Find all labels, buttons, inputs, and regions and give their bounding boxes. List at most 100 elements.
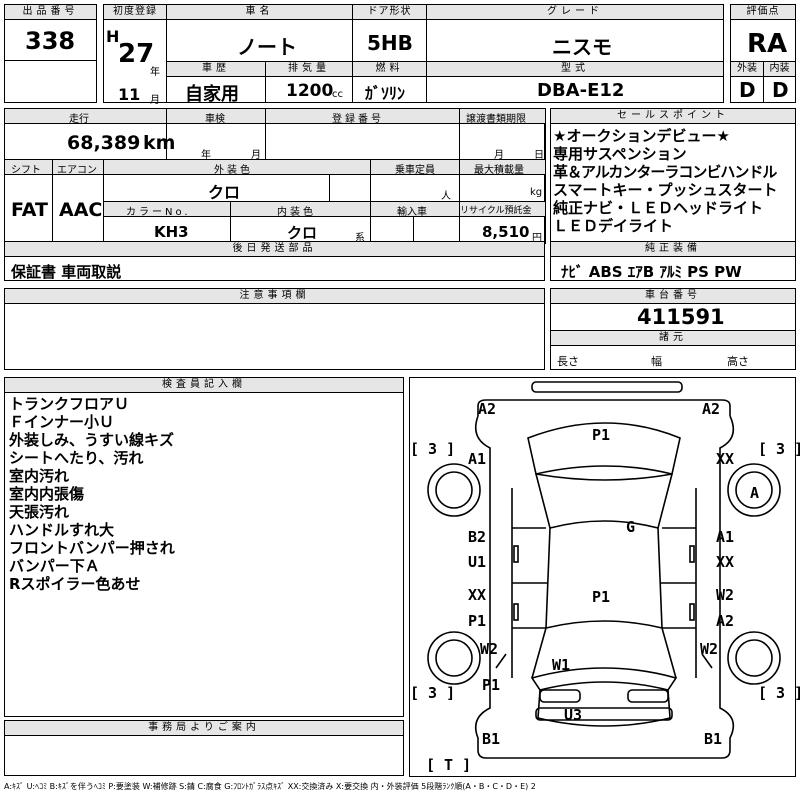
year-unit: 年 (150, 67, 160, 78)
label-rear-right: A2 (702, 400, 721, 418)
label-front-door-right-2: A2 (716, 612, 735, 630)
transfer-cell: 月 日 (459, 123, 546, 161)
exterior-grade-box: 外装 D (730, 61, 764, 103)
car-diagram-box: A2 A2 [ 3 ] [ 3 ] P1 A1 XX A G B2 U1 A1 … (409, 377, 800, 777)
import-header: 輸入車 (370, 201, 460, 218)
tire-front-left: [ 3 ] (410, 684, 456, 702)
shift-cell: FAT (4, 174, 53, 244)
capacity-header: 乗車定員 (370, 159, 460, 176)
model-label: 型式 (427, 62, 723, 77)
label-roof: G (626, 518, 636, 536)
first-registration-label: 初度登録 (104, 5, 166, 20)
caution-label: 注意事項欄 (5, 289, 544, 304)
caution-box: 注意事項欄 (4, 288, 545, 370)
car-diagram (427, 381, 781, 759)
int-color: クロ (287, 224, 318, 242)
label-front-door-right-1: W2 (716, 586, 735, 604)
score: RA (747, 29, 788, 59)
car-name-box: 車名 ノート (166, 4, 353, 62)
sales-point: ＬＥＤデイライト (553, 217, 674, 235)
details-panel: 走行 車検 登録番号 譲渡書類期限 68,389 km 年 月 月 日 シフト … (4, 108, 546, 244)
inspector-note: フロントバンパー押され (9, 539, 175, 557)
import-cell (370, 216, 414, 244)
later-parts: 保証書 車両取説 (11, 263, 122, 281)
office-label: 事務局よりご案内 (5, 721, 403, 736)
shift: FAT (11, 199, 48, 221)
sales-point: ★オークションデビュー★ (553, 127, 730, 145)
sales-point: スマートキー・プッシュスタート (553, 181, 778, 199)
model-box: 型式 DBA-E12 (426, 61, 724, 103)
label-rear-door-left-1: B2 (468, 528, 487, 546)
ac-cell: AAC (52, 174, 104, 244)
tire-front-right: [ 3 ] (758, 684, 800, 702)
spare-tire: [ T ] (426, 756, 472, 774)
ext-color-sub (329, 174, 371, 202)
ext-color: クロ (208, 183, 241, 202)
ac: AAC (59, 199, 103, 221)
inspector-note: 外装しみ、うすい線キズ (9, 431, 175, 449)
sales-point: 革＆アルカンターラコンビハンドル (553, 163, 777, 181)
fuel: ｶﾞｿﾘﾝ (365, 84, 406, 103)
door-box: ドア形状 5HB (352, 4, 427, 62)
inspector-note: Ｆインナー小Ｕ (9, 413, 115, 431)
chassis-number: 411591 (637, 305, 725, 329)
inspection-cell: 年 月 (166, 123, 266, 161)
label-front-corner-right: B1 (704, 730, 723, 748)
displacement-unit: cc (332, 89, 343, 100)
label-rear-door-left-2: U1 (468, 553, 487, 571)
load-cell: kg (459, 174, 546, 202)
legend: A:ｷｽﾞ U:ﾍｺﾐ B:ｷｽﾞを伴うﾍｺﾐ P:要塗装 W:補修跡 S:錆 … (4, 782, 536, 791)
score-label: 評価点 (731, 5, 795, 20)
tire-rear-right: [ 3 ] (758, 440, 800, 458)
inspector-note: シートへたり、汚れ (9, 449, 144, 467)
month-unit: 月 (150, 95, 160, 106)
recycle-cell: 8,510 円 (459, 216, 546, 244)
label-rear-quarter-right: XX (716, 450, 735, 468)
mileage-header: 走行 (4, 108, 167, 125)
tire-rear-left: [ 3 ] (410, 440, 456, 458)
inspector-note: 天張汚れ (9, 503, 70, 521)
inspector-notes: トランクフロアＵ Ｆインナー小Ｕ 外装しみ、うすい線キズ シートへたり、汚れ 室… (9, 395, 175, 593)
sales-points-list: ★オークションデビュー★ 専用サスペンション 革＆アルカンターラコンビハンドル … (553, 127, 778, 235)
mileage-unit: km (143, 132, 176, 154)
displacement-label: 排気量 (266, 62, 352, 77)
sales-points-label: セールスポイント (551, 109, 795, 124)
label-rear-glass: P1 (592, 426, 611, 444)
label-rear-left: A2 (478, 400, 497, 418)
ext-color-cell: クロ (103, 174, 330, 202)
displacement-box: 排気量 1200 cc (265, 61, 353, 103)
height-label: 高さ (727, 355, 749, 368)
label-cabin: P1 (592, 588, 611, 606)
dimensions-label: 諸元 (551, 331, 795, 346)
era: H (106, 27, 120, 46)
history-label: 車歴 (167, 62, 265, 77)
history-box: 車歴 自家用 (166, 61, 266, 105)
interior-grade-box: 内装 D (763, 61, 796, 103)
interior-grade-label: 内装 (764, 62, 795, 77)
label-front-left: P1 (482, 676, 501, 694)
label-front-corner-left: B1 (482, 730, 501, 748)
sales-point: 専用サスペンション (553, 145, 687, 163)
equipment-label: 純正装備 (551, 242, 795, 257)
door-label: ドア形状 (353, 5, 426, 20)
fuel-box: 燃料 ｶﾞｿﾘﾝ (352, 61, 427, 103)
dimensions-box: 諸元 長さ 幅 高さ (550, 330, 796, 370)
recycle: 8,510 (482, 223, 530, 241)
displacement: 1200 (286, 81, 334, 101)
ext-color-header: 外装色 (103, 159, 371, 176)
year: 27 (118, 39, 155, 69)
ac-header: エアコン (52, 159, 104, 176)
load-header: 最大積載量 (459, 159, 546, 176)
recycle-header: リサイクル預託金 (459, 201, 546, 217)
label-rear-quarter-left: A1 (468, 450, 487, 468)
car-name: ノート (237, 35, 297, 59)
lot-number-label: 出品番号 (5, 5, 96, 20)
import-sub (413, 216, 460, 244)
label-fender-left: W2 (480, 640, 499, 658)
lot-blank-box (4, 60, 97, 103)
label-rear-door-right-2: XX (716, 553, 735, 571)
exterior-grade-label: 外装 (731, 62, 763, 77)
history: 自家用 (185, 84, 239, 105)
transfer-header: 譲渡書類期限 (459, 108, 546, 125)
inspection-header: 車検 (166, 108, 266, 125)
